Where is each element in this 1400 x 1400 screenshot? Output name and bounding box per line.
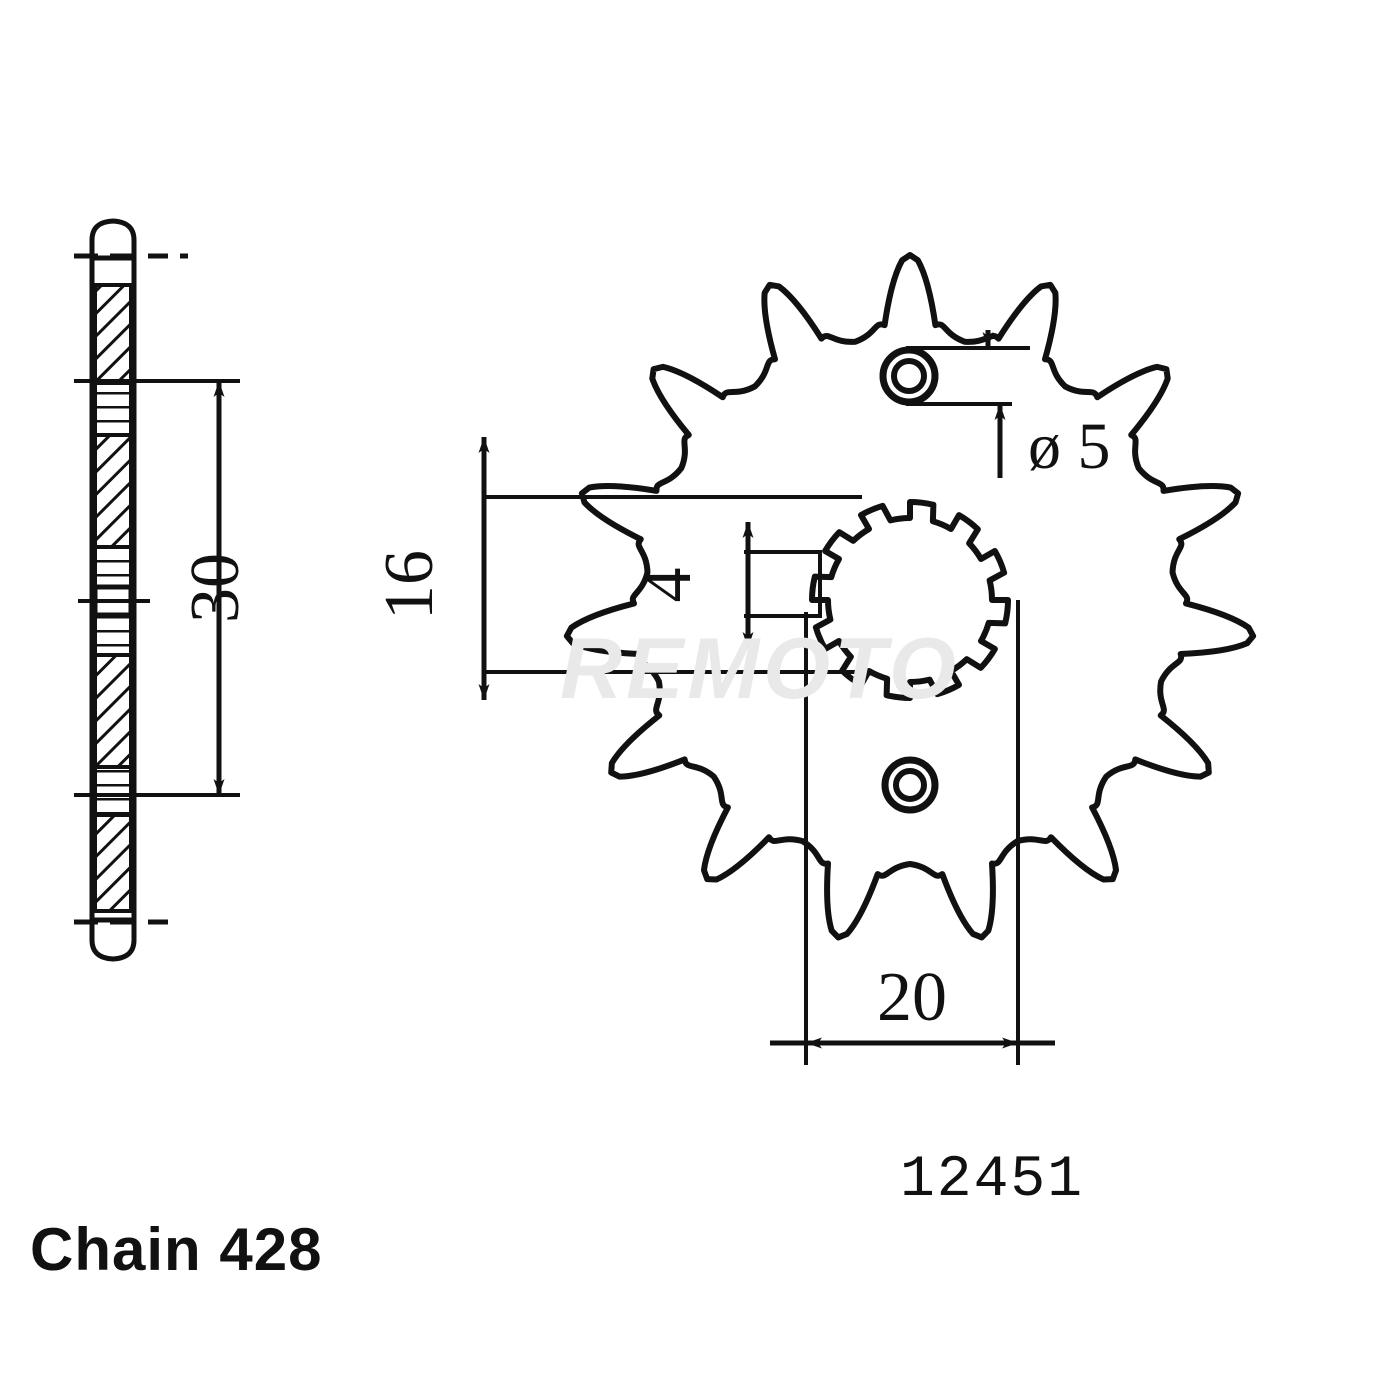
side-view-band-1 (93, 381, 133, 437)
dim-d5-group (906, 330, 1030, 478)
side-view-hatch-block-4 (93, 813, 133, 913)
dim-d5-label: ø 5 (1028, 410, 1111, 483)
hole-lower-center (881, 756, 939, 814)
dim4-group (742, 522, 822, 648)
sprocket-splined-hub (809, 499, 1011, 701)
side-view-hatch-block-1 (93, 283, 133, 385)
dim16-group (478, 437, 862, 700)
dim16-label: 16 (371, 550, 448, 620)
dim4-label-group: 4 (629, 568, 706, 603)
part-number-label: 12451 (900, 1148, 1085, 1213)
side-view-hatch-block-2 (93, 433, 133, 549)
front-view-group: ø 5 16 4 20 (371, 252, 1257, 1065)
dim16-label-group: 16 (371, 550, 448, 620)
dim4-label: 4 (629, 568, 706, 603)
hole-upper-right (879, 346, 939, 406)
dim20-group (770, 600, 1055, 1065)
dim30-label-group: 30 (177, 553, 254, 623)
chain-label: Chain 428 (30, 1216, 323, 1283)
dim30-label: 30 (177, 553, 254, 623)
side-view-band-3 (93, 613, 133, 657)
side-view-band-2 (93, 545, 133, 589)
side-view-band-4 (93, 765, 133, 817)
side-view-top-tooth (89, 218, 137, 265)
side-view-bottom-tooth (89, 915, 137, 962)
dim20-label: 20 (877, 959, 947, 1036)
side-view-hatch-block-3 (93, 653, 133, 769)
side-view-group (74, 218, 240, 962)
